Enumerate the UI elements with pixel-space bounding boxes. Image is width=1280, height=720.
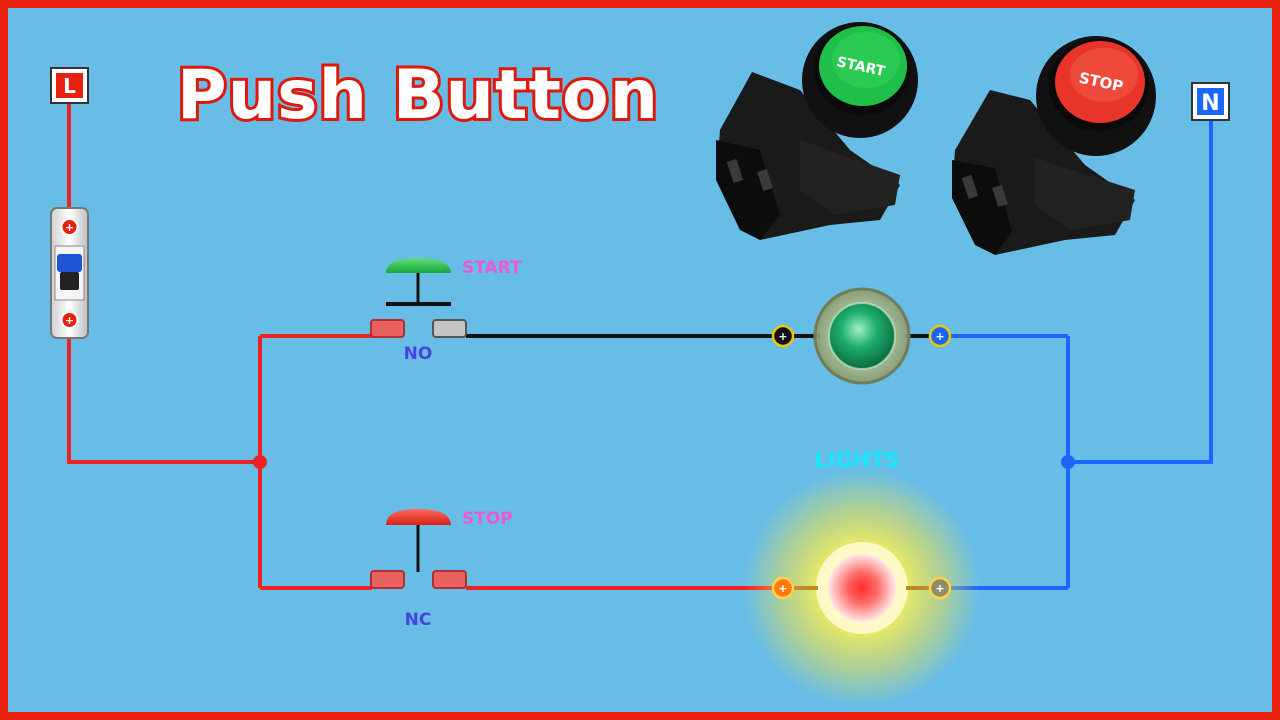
svg-text:+: + [778,582,787,595]
stop-pushbutton-photo: STOP [952,36,1156,255]
stop-contact-left [370,570,405,589]
pilot-lamp-green-icon: + + [771,287,952,385]
junction-live [253,455,267,469]
start-pushbutton-photo: START [716,22,918,240]
breaker-icon: + + [50,207,89,339]
start-contact-left [370,319,405,338]
bulb-terminal-right [928,576,952,600]
start-contact-type: NO [404,344,433,364]
start-contact-right [432,319,467,338]
bulb-terminal-left [771,576,795,600]
bulb-glow-icon: + + [744,470,980,706]
stop-contact-type: NC [405,610,432,630]
svg-text:+: + [935,582,944,595]
circuit-diagram: L N + + Push Button START NO STOP NC [50,22,1230,706]
stop-button-symbol: STOP NC [370,509,513,630]
lights-label: LIGHTS [814,448,899,472]
start-button-symbol: START NO [370,258,522,364]
wire-n-drop [1068,118,1213,464]
wire-breaker-to-junction [67,336,260,464]
terminal-n: N [1191,82,1230,121]
terminal-l: L [50,67,89,104]
terminal-n-label: N [1201,91,1219,116]
svg-text:+: + [935,330,944,343]
terminal-l-label: L [63,74,76,98]
stop-label: STOP [462,509,513,529]
svg-text:+: + [778,330,787,343]
stop-contact-right [432,570,467,589]
svg-text:+: + [65,314,74,327]
start-label: START [462,258,522,278]
junction-neutral [1061,455,1075,469]
page-title: Push Button [177,56,659,135]
svg-text:+: + [65,221,74,234]
lamp-terminal-left [771,324,795,348]
lamp-terminal-right [928,324,952,348]
